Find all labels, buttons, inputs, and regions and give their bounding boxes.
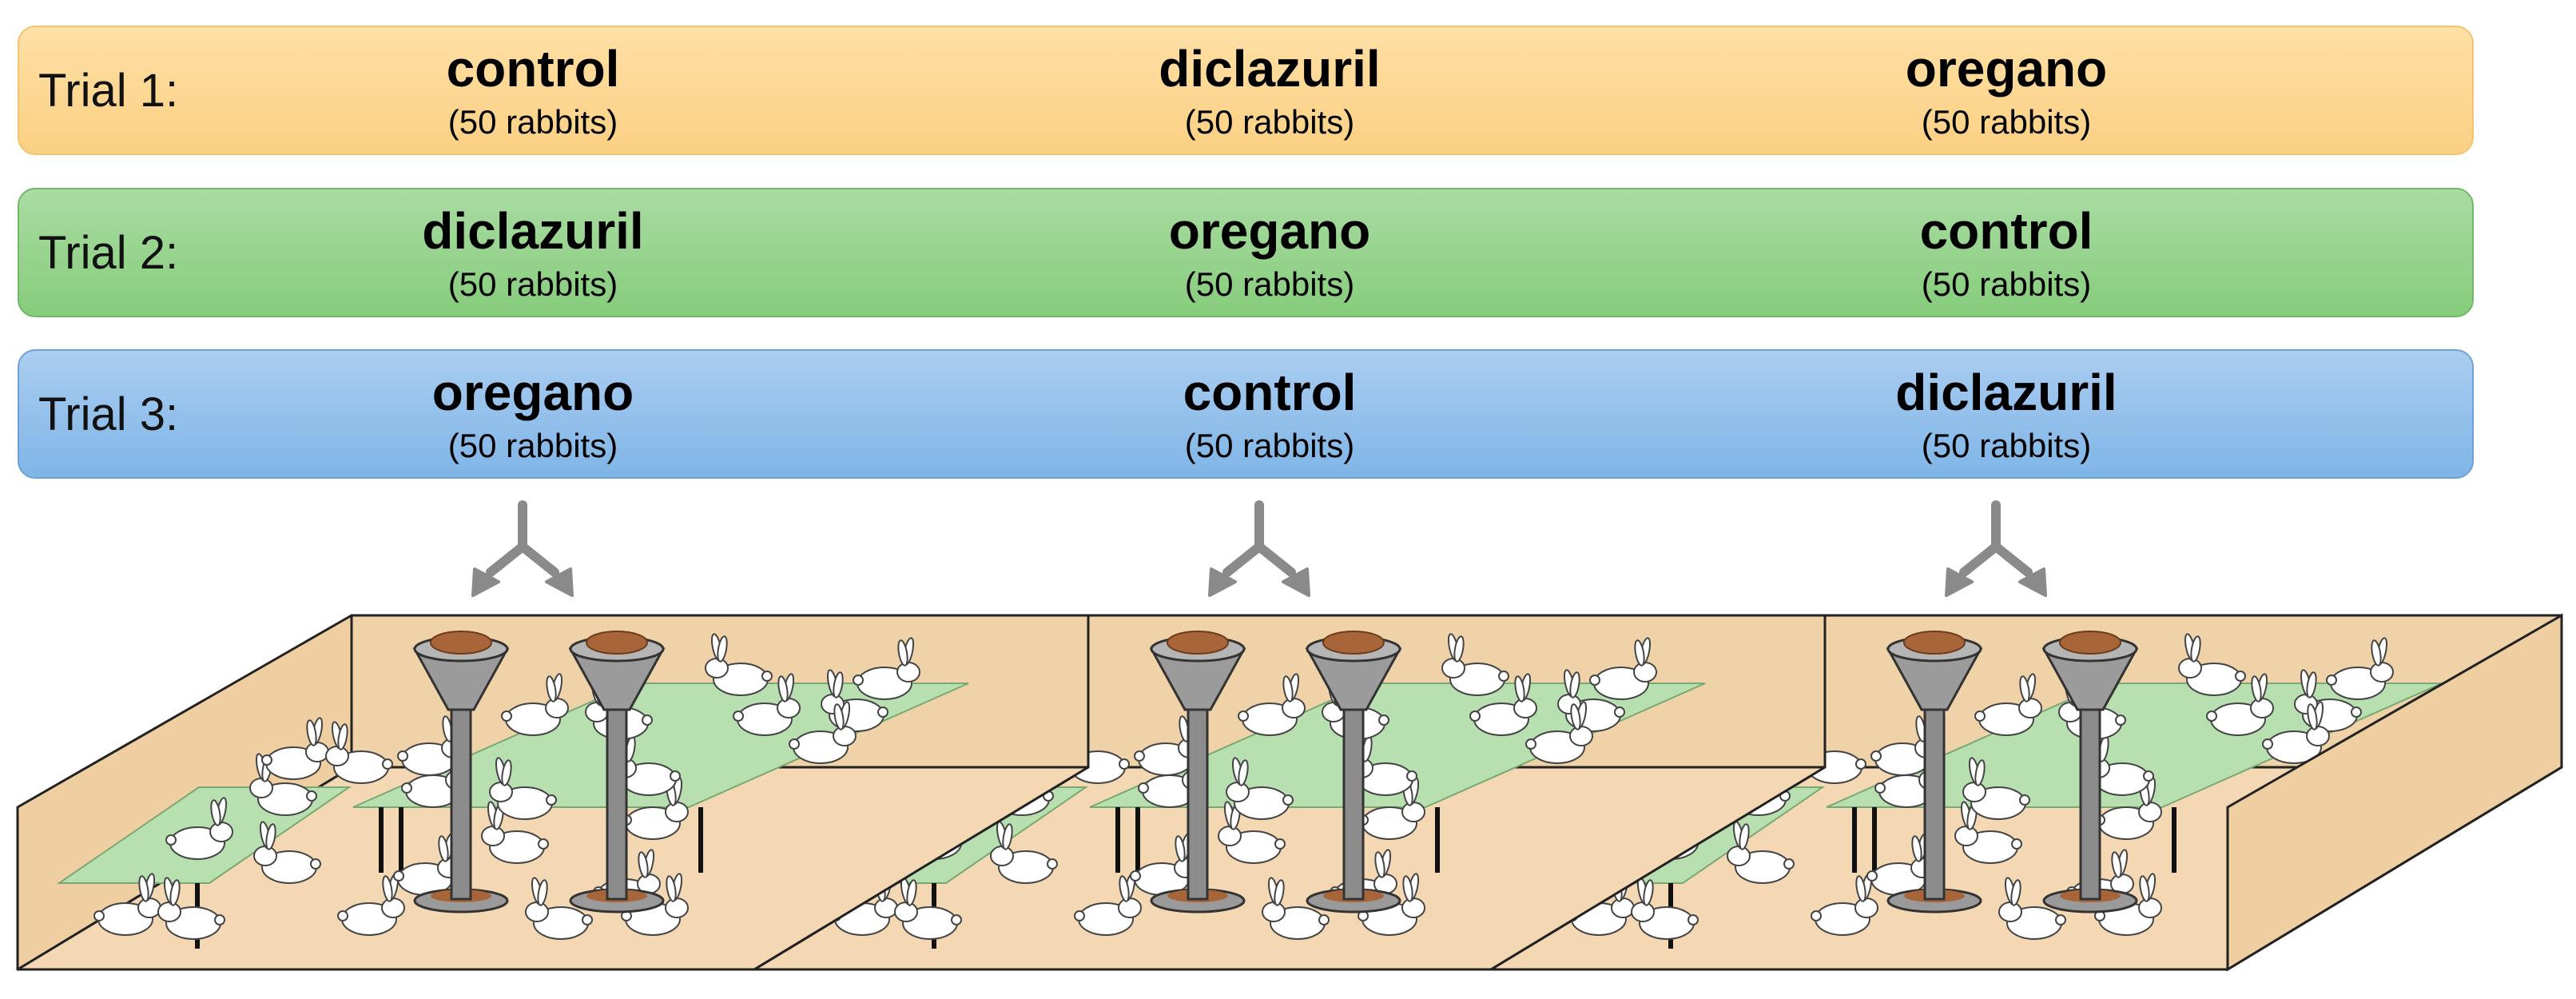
group-name: control bbox=[1183, 364, 1357, 421]
pen-1 bbox=[16, 500, 1090, 971]
rabbit-icon bbox=[1631, 877, 1699, 940]
group-name: control bbox=[446, 40, 620, 98]
group-name: diclazuril bbox=[1159, 40, 1381, 98]
group-count: (50 rabbits) bbox=[1921, 265, 2092, 303]
feeder-icon bbox=[568, 631, 666, 913]
rabbit-icon bbox=[1811, 873, 1878, 936]
rabbit-icon bbox=[2326, 637, 2394, 700]
trial-label: Trial 2: bbox=[38, 226, 179, 279]
fork-arrow-icon bbox=[471, 500, 574, 597]
feeder-icon bbox=[1886, 631, 1983, 913]
group-pen-1: diclazuril (50 rabbits) bbox=[253, 201, 813, 308]
group-name: diclazuril bbox=[1895, 364, 2117, 421]
rabbit-icon bbox=[705, 633, 773, 696]
rabbit-icon bbox=[93, 873, 161, 936]
rabbit-icon bbox=[1727, 821, 1795, 884]
group-pen-3: diclazuril (50 rabbits) bbox=[1727, 362, 2286, 469]
group-count: (50 rabbits) bbox=[1184, 427, 1355, 464]
group-count: (50 rabbits) bbox=[1921, 103, 2092, 141]
group-pen-1: oregano (50 rabbits) bbox=[253, 362, 813, 469]
rabbit-icon bbox=[894, 877, 962, 940]
rabbit-icon bbox=[337, 873, 405, 936]
rabbit-icon bbox=[481, 801, 549, 864]
feeder-icon bbox=[2041, 631, 2139, 913]
group-name: oregano bbox=[431, 364, 634, 421]
rabbit-icon bbox=[1238, 673, 1306, 736]
rabbit-icon bbox=[165, 797, 233, 860]
group-name: control bbox=[1919, 202, 2093, 260]
feeder-icon bbox=[412, 631, 510, 913]
rabbit-icon bbox=[1525, 701, 1593, 764]
rabbit-icon bbox=[501, 673, 569, 736]
rabbit-icon bbox=[261, 717, 329, 780]
rabbit-icon bbox=[733, 673, 801, 736]
trial-label: Trial 3: bbox=[38, 388, 179, 440]
rabbit-icon bbox=[489, 757, 557, 820]
trial-label: Trial 1: bbox=[38, 64, 179, 117]
rabbit-icon bbox=[1218, 801, 1286, 864]
rabbit-icon bbox=[853, 637, 920, 700]
trial-band-2: Trial 2: diclazuril (50 rabbits) oregano… bbox=[18, 188, 2474, 317]
fork-arrow-icon bbox=[1208, 500, 1310, 597]
rabbit-icon bbox=[990, 821, 1058, 884]
rabbit-icon bbox=[2262, 701, 2330, 764]
fork-arrow-icon bbox=[1945, 500, 2047, 597]
group-count: (50 rabbits) bbox=[447, 427, 618, 464]
rabbit-icon bbox=[253, 821, 321, 884]
feeder-icon bbox=[1305, 631, 1402, 913]
group-name: diclazuril bbox=[422, 202, 644, 260]
group-count: (50 rabbits) bbox=[447, 265, 618, 303]
rabbit-icon bbox=[1469, 673, 1537, 736]
rabbit-icon bbox=[1262, 877, 1330, 940]
rabbit-icon bbox=[1998, 877, 2066, 940]
group-pen-3: oregano (50 rabbits) bbox=[1727, 38, 2286, 145]
group-count: (50 rabbits) bbox=[1184, 265, 1355, 303]
rabbit-icon bbox=[1974, 673, 2042, 736]
group-pen-2: diclazuril (50 rabbits) bbox=[990, 38, 1549, 145]
rabbit-icon bbox=[1962, 757, 2030, 820]
rabbit-icon bbox=[157, 877, 225, 940]
group-name: oregano bbox=[1168, 202, 1371, 260]
rabbit-icon bbox=[1589, 637, 1657, 700]
rabbit-icon bbox=[1441, 633, 1509, 696]
rabbit-icon bbox=[397, 713, 465, 776]
rabbit-icon bbox=[2206, 673, 2274, 736]
rabbit-icon bbox=[249, 753, 317, 816]
group-pen-1: control (50 rabbits) bbox=[253, 38, 813, 145]
group-count: (50 rabbits) bbox=[1921, 427, 2092, 464]
rabbit-icon bbox=[789, 701, 857, 764]
feeder-icon bbox=[1149, 631, 1246, 913]
trial-band-1: Trial 1: control (50 rabbits) diclazuril… bbox=[18, 26, 2474, 155]
rabbit-icon bbox=[1226, 757, 1294, 820]
pen-right-wall bbox=[2226, 613, 2563, 972]
rabbit-icon bbox=[2178, 633, 2246, 696]
rabbit-icon bbox=[325, 721, 393, 784]
group-count: (50 rabbits) bbox=[447, 103, 618, 141]
rabbit-icon bbox=[393, 833, 461, 896]
rabbit-icon bbox=[1074, 873, 1142, 936]
group-name: oregano bbox=[1905, 40, 2108, 98]
group-pen-2: oregano (50 rabbits) bbox=[990, 201, 1549, 308]
group-count: (50 rabbits) bbox=[1184, 103, 1355, 141]
group-pen-2: control (50 rabbits) bbox=[990, 362, 1549, 469]
trial-band-3: Trial 3: oregano (50 rabbits) control (5… bbox=[18, 349, 2474, 479]
rabbit-icon bbox=[525, 877, 593, 940]
rabbit-icon bbox=[2094, 777, 2162, 840]
group-pen-3: control (50 rabbits) bbox=[1727, 201, 2286, 308]
